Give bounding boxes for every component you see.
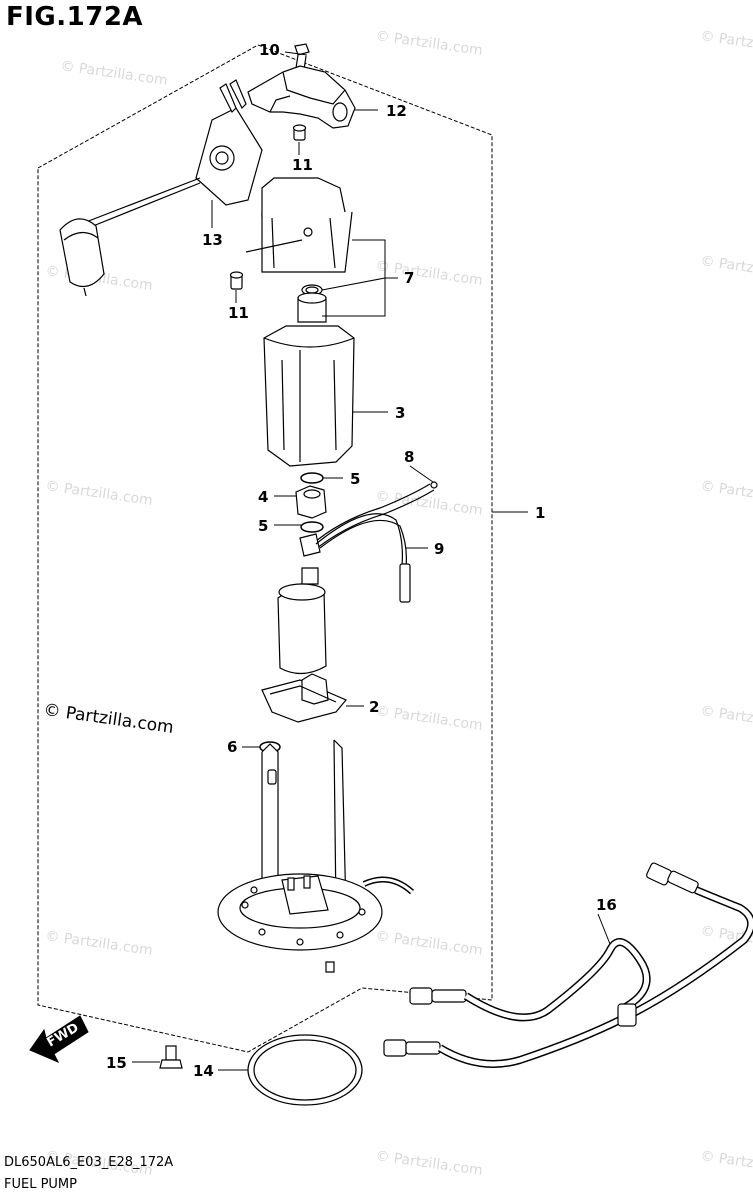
assembly-boundary	[37, 44, 493, 1053]
leader-lines	[132, 51, 611, 1071]
svg-text:© Partzilla.com: © Partzilla.com	[699, 478, 753, 509]
fuel-pump-motor	[277, 567, 327, 675]
pump-frame-and-base-plate	[217, 739, 415, 973]
part-9-lead-wire	[299, 513, 411, 603]
svg-text:© Partzilla.com: © Partzilla.com	[44, 928, 153, 959]
svg-text:© Partzilla.com: © Partzilla.com	[699, 253, 753, 284]
callout-4: 4	[258, 488, 268, 506]
part-13-fuel-level-gauge	[59, 79, 263, 297]
callout-9: 9	[434, 540, 444, 558]
part-15-bolt	[159, 1045, 183, 1069]
callout-11-lower: 11	[228, 304, 249, 322]
svg-text:© Partzilla.com: © Partzilla.com	[374, 28, 483, 59]
part-2-fuel-filter	[261, 673, 347, 723]
callout-5-lower: 5	[258, 517, 268, 535]
part-12-bracket	[247, 65, 356, 129]
svg-text:© Partzilla.com: © Partzilla.com	[699, 28, 753, 59]
callout-1: 1	[535, 504, 545, 522]
callout-2: 2	[369, 698, 379, 716]
callout-7: 7	[404, 269, 414, 287]
callout-16: 16	[596, 896, 617, 914]
part-3-filter-housing	[263, 292, 355, 467]
figure-title: FIG.172A	[6, 2, 144, 32]
svg-text:© Partzilla.com: © Partzilla.com	[374, 703, 483, 734]
callout-11-upper: 11	[292, 156, 313, 174]
svg-text:© Partzilla.com: © Partzilla.com	[59, 58, 168, 89]
part-7-regulator-cover	[245, 177, 353, 296]
part-5-o-ring-upper	[300, 472, 324, 484]
callout-labels: 10 12 11 13 7 11 3 8 5 4 1 5 9 2 6 16 14…	[106, 41, 617, 1080]
diagram-code: DL650AL6_E03_E28_172A	[4, 1155, 174, 1170]
part-5-o-ring-lower	[300, 521, 324, 533]
part-16-fuel-hose	[383, 862, 753, 1068]
svg-text:© Partzilla.com: © Partzilla.com	[374, 258, 483, 289]
callout-13: 13	[202, 231, 223, 249]
diagram-caption: FUEL PUMP	[4, 1177, 77, 1192]
svg-text:© Partzilla.com: © Partzilla.com	[699, 703, 753, 734]
part-14-gasket	[247, 1034, 363, 1106]
svg-text:© Partzilla.com: © Partzilla.com	[44, 478, 153, 509]
svg-text:© Partzilla.com: © Partzilla.com	[699, 1148, 753, 1179]
fwd-direction-arrow-icon: FWD	[29, 1015, 89, 1063]
callout-10: 10	[259, 41, 280, 59]
part-11-screw-lower	[229, 271, 244, 290]
callout-8: 8	[404, 448, 414, 466]
callout-5-upper: 5	[350, 470, 360, 488]
part-4-holder	[295, 485, 327, 519]
callout-15: 15	[106, 1054, 127, 1072]
svg-text:© Partzilla.com: © Partzilla.com	[374, 1148, 483, 1179]
callout-6: 6	[227, 738, 237, 756]
callout-3: 3	[395, 404, 405, 422]
callout-14: 14	[193, 1062, 214, 1080]
svg-text:© Partzilla.com: © Partzilla.com	[374, 928, 483, 959]
part-11-screw-upper	[292, 124, 307, 141]
callout-12: 12	[386, 102, 407, 120]
